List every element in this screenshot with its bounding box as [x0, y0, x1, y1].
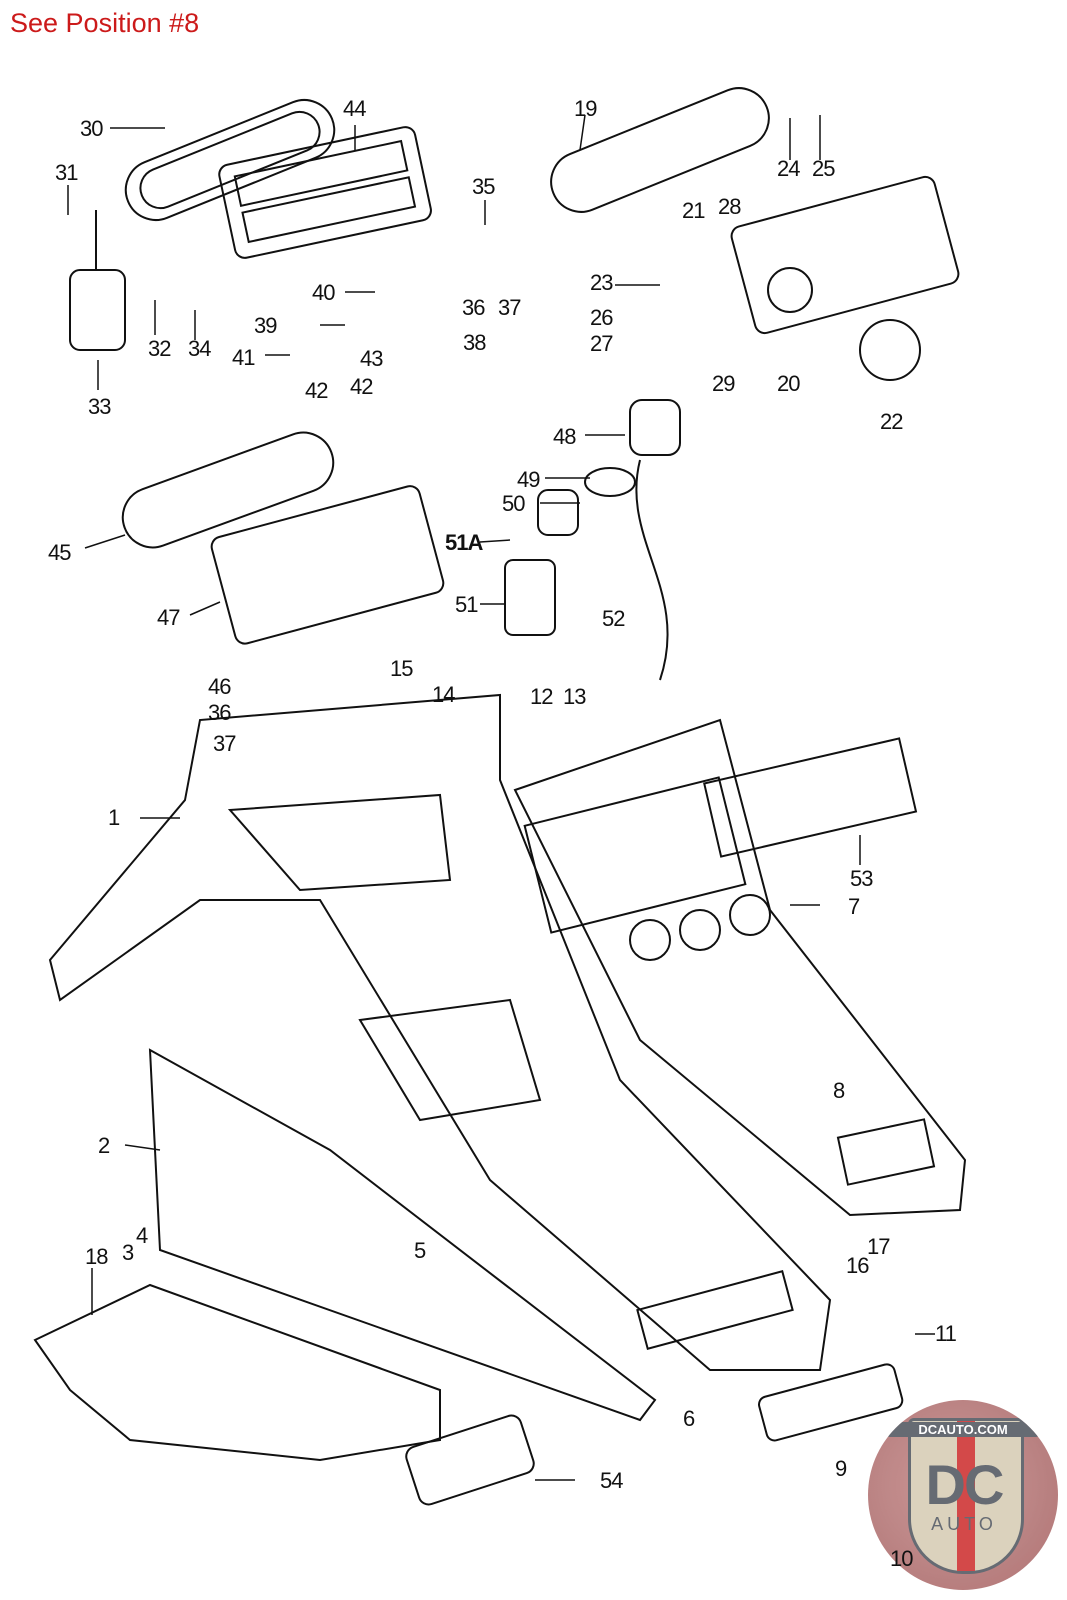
label-45: 45 — [48, 540, 72, 565]
label-42a: 42 — [305, 378, 329, 403]
label-51: 51 — [455, 592, 479, 617]
knob-22 — [859, 319, 921, 381]
label-3: 3 — [122, 1240, 134, 1265]
label-26: 26 — [590, 305, 614, 330]
tray-54 — [405, 1414, 535, 1506]
label-18: 18 — [85, 1244, 109, 1269]
actuator-33 — [69, 210, 126, 351]
label-37a: 37 — [498, 295, 522, 320]
label-42b: 42 — [350, 374, 374, 399]
label-34: 34 — [188, 336, 212, 361]
label-11: 11 — [935, 1321, 957, 1346]
logo-shield — [908, 1418, 1024, 1574]
label-25: 25 — [812, 156, 836, 181]
label-7: 7 — [848, 894, 860, 919]
label-39: 39 — [254, 313, 278, 338]
label-6: 6 — [683, 1406, 695, 1431]
label-10: 10 — [890, 1546, 914, 1571]
label-19: 19 — [574, 96, 598, 121]
label-48: 48 — [553, 424, 577, 449]
label-35: 35 — [472, 174, 496, 199]
label-53: 53 — [850, 866, 874, 891]
vent-grille-47 — [210, 485, 445, 645]
label-31: 31 — [55, 160, 79, 185]
label-8: 8 — [833, 1078, 845, 1103]
logo-subtext: AUTO — [931, 1514, 997, 1534]
label-17: 17 — [867, 1234, 891, 1259]
vent-flap-30 — [124, 99, 336, 221]
label-21: 21 — [682, 198, 706, 223]
label-44: 44 — [343, 96, 367, 121]
label-36a: 36 — [462, 295, 486, 320]
label-43: 43 — [360, 346, 384, 371]
vent-flap-19 — [550, 87, 770, 213]
vent-grille-20 — [730, 175, 960, 335]
label-54: 54 — [600, 1468, 624, 1493]
label-16: 16 — [846, 1253, 870, 1278]
ashtray-9 — [758, 1363, 904, 1442]
label-30: 30 — [80, 116, 104, 141]
label-13: 13 — [563, 684, 587, 709]
label-4: 4 — [136, 1223, 148, 1248]
console-cover-7 — [513, 718, 967, 1217]
label-29: 29 — [712, 371, 736, 396]
label-38: 38 — [463, 330, 487, 355]
label-23: 23 — [590, 270, 614, 295]
label-49: 49 — [517, 467, 541, 492]
label-51a: 51A — [445, 530, 483, 555]
bracket-18 — [33, 1283, 441, 1462]
logo-url: DCAUTO.COM — [886, 1422, 1040, 1437]
label-24: 24 — [777, 156, 801, 181]
label-12: 12 — [530, 684, 554, 709]
label-28: 28 — [718, 194, 742, 219]
logo-monogram: DC — [925, 1453, 1005, 1516]
label-52: 52 — [602, 606, 626, 631]
label-41: 41 — [232, 345, 256, 370]
label-32: 32 — [148, 336, 172, 361]
center-console-1 — [48, 693, 832, 1371]
label-22: 22 — [880, 409, 904, 434]
label-36b: 36 — [208, 700, 232, 725]
label-9: 9 — [835, 1456, 847, 1481]
label-37b: 37 — [213, 731, 237, 756]
label-20: 20 — [777, 371, 801, 396]
vent-grille-44 — [218, 126, 432, 259]
label-5: 5 — [414, 1238, 426, 1263]
label-15: 15 — [390, 656, 414, 681]
label-14: 14 — [432, 682, 456, 707]
label-27: 27 — [590, 331, 614, 356]
label-33: 33 — [88, 394, 112, 419]
lighter-48-52 — [504, 399, 681, 681]
label-40: 40 — [312, 280, 336, 305]
label-50: 50 — [502, 491, 526, 516]
leader-lines — [67, 114, 935, 1481]
label-46: 46 — [208, 674, 232, 699]
insert-53 — [703, 737, 918, 858]
label-2: 2 — [98, 1133, 110, 1158]
side-panel-2 — [148, 1048, 657, 1422]
dcauto-watermark-logo: DCAUTO.COM DC AUTO — [868, 1400, 1058, 1590]
vent-flap-45 — [121, 431, 335, 549]
see-position-note: See Position #8 — [10, 8, 200, 38]
label-47: 47 — [157, 605, 181, 630]
label-1: 1 — [108, 805, 120, 830]
